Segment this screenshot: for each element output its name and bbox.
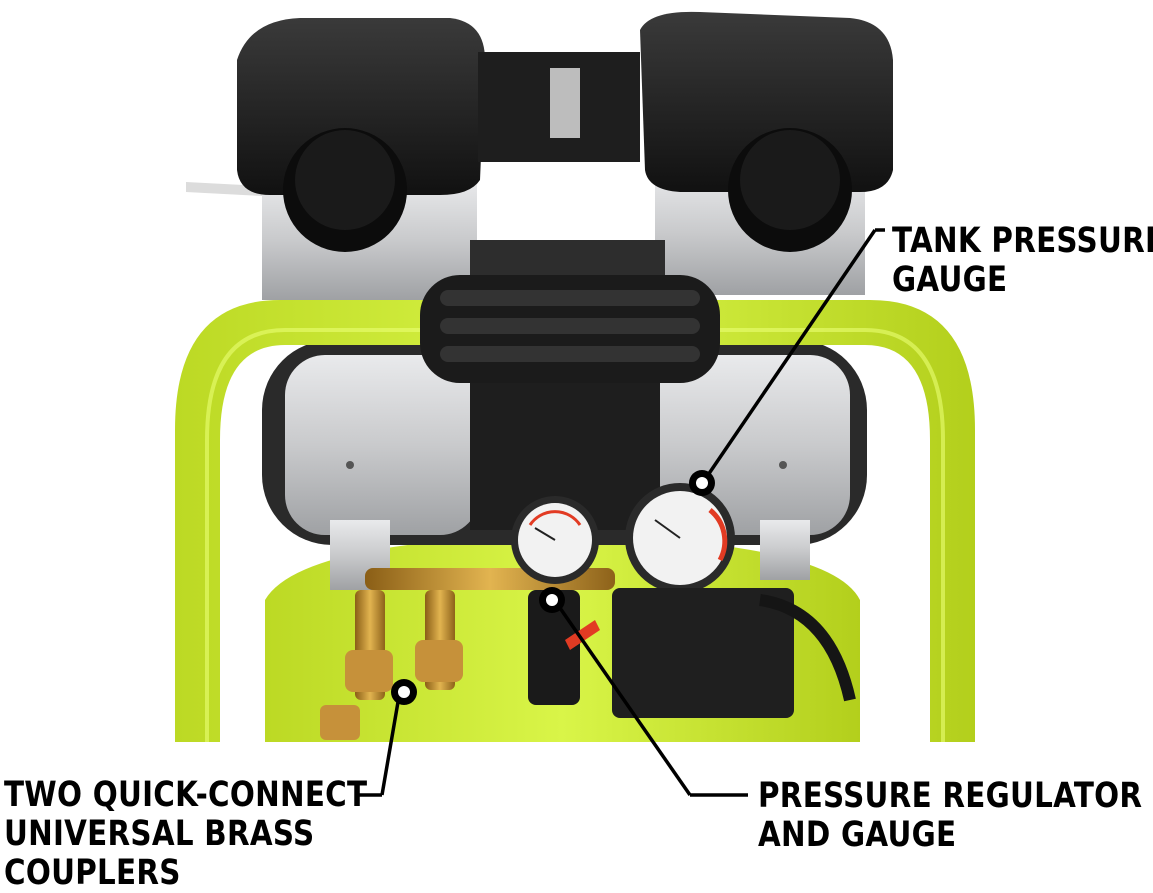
callout-quick-connect-couplers: TWO QUICK-CONNECT UNIVERSAL BRASS COUPLE…	[4, 776, 367, 893]
callout-line: PRESSURE REGULATOR	[758, 776, 1143, 816]
callout-leader-regulator	[539, 587, 748, 797]
pressure-switch	[612, 588, 856, 718]
pressure-regulator	[511, 496, 600, 705]
callout-leader-tank	[689, 228, 885, 496]
cylinder-head-left	[237, 18, 485, 252]
handle-grip	[420, 275, 720, 383]
tank-pressure-gauge	[625, 483, 735, 593]
callout-tank-pressure-gauge: TANK PRESSURE GAUGE	[892, 222, 1153, 300]
callout-line: TWO QUICK-CONNECT	[4, 775, 368, 815]
callout-line: TANK PRESSURE	[892, 221, 1153, 261]
callout-leader-couplers	[356, 679, 417, 797]
cylinder-head-right	[640, 11, 893, 252]
callout-line: UNIVERSAL BRASS	[4, 814, 315, 854]
callout-line: AND GAUGE	[758, 815, 957, 855]
callout-line: COUPLERS	[4, 853, 181, 893]
callout-line: GAUGE	[892, 260, 1008, 300]
callout-pressure-regulator: PRESSURE REGULATOR AND GAUGE	[758, 777, 1142, 855]
connecting-rods	[478, 52, 640, 162]
